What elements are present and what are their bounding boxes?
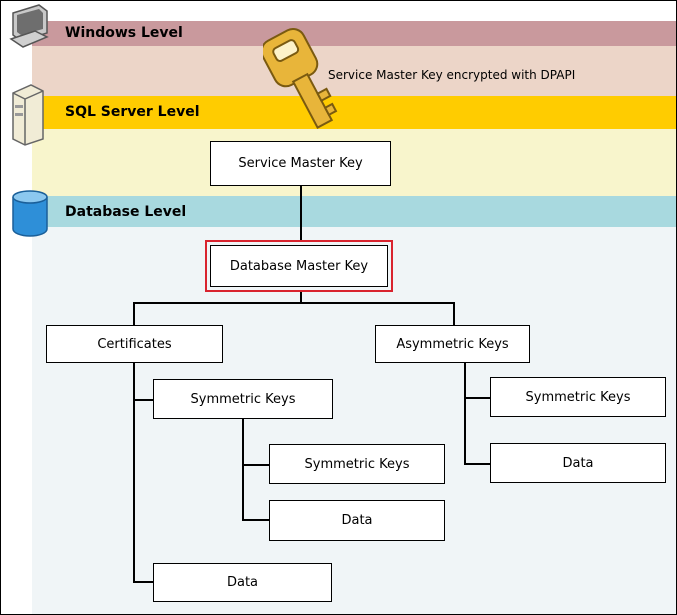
windows-level-body [32, 46, 676, 96]
connector-cert-to-data [133, 581, 153, 583]
database-level-title: Database Level [65, 204, 187, 220]
computer-icon [9, 4, 49, 48]
cert-sym-symmetric-keys-box: Symmetric Keys [269, 444, 445, 484]
connector-sym-to-sym [242, 464, 269, 466]
asymmetric-keys-box: Asymmetric Keys [375, 325, 530, 363]
key-icon [263, 27, 338, 129]
connector-asym-trunk [464, 363, 466, 464]
dpapi-annotation: Service Master Key encrypted with DPAPI [328, 68, 576, 82]
cert-sym-data-box: Data [269, 500, 445, 541]
asym-data-box: Data [490, 443, 666, 483]
cert-symmetric-keys-box: Symmetric Keys [153, 379, 333, 419]
certificates-box: Certificates [46, 325, 223, 363]
sql-server-level-title: SQL Server Level [65, 104, 200, 120]
connector-branch [133, 302, 455, 304]
connector-dmk-down [300, 291, 302, 303]
sql-server-level-band [32, 96, 676, 129]
cert-data-box: Data [153, 563, 332, 602]
connector-asym-to-sym [464, 397, 490, 399]
service-master-key-box: Service Master Key [210, 141, 391, 186]
connector-cert-trunk [133, 363, 135, 582]
database-master-key-highlight [205, 240, 393, 292]
database-level-band [32, 196, 676, 227]
database-cylinder-icon [12, 190, 48, 237]
connector-cert-to-sym [133, 399, 153, 401]
database-master-key-box: Database Master Key [210, 245, 388, 287]
connector-to-certificates [133, 302, 135, 325]
connector-smk-to-dmk [300, 186, 302, 242]
windows-level-band [32, 21, 676, 46]
connector-sym-trunk [242, 419, 244, 520]
asym-symmetric-keys-box: Symmetric Keys [490, 377, 666, 417]
connector-sym-to-data [242, 519, 269, 521]
connector-to-asymmetric [453, 302, 455, 325]
windows-level-title: Windows Level [65, 25, 183, 41]
connector-asym-to-data [464, 463, 490, 465]
server-tower-icon [12, 84, 44, 146]
